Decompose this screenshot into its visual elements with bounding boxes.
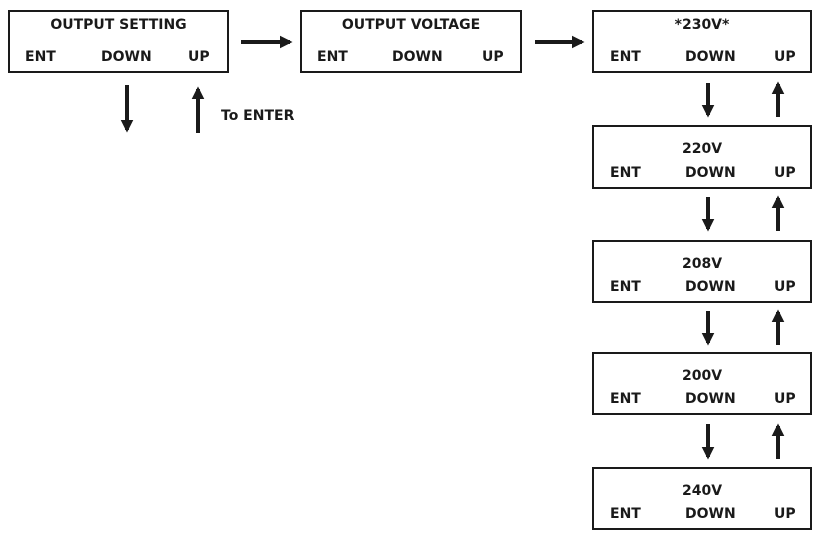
ent-button-label: ENT bbox=[610, 506, 641, 522]
up-button-label: UP bbox=[774, 279, 796, 295]
lcd-screen-200v: 200V ENT DOWN UP bbox=[592, 352, 812, 415]
screen-title: 240V bbox=[681, 483, 723, 499]
ent-button-label: ENT bbox=[610, 165, 641, 181]
screen-title: 208V bbox=[681, 256, 723, 272]
screen-title: *230V* bbox=[674, 17, 730, 33]
lcd-screen-208v: 208V ENT DOWN UP bbox=[592, 240, 812, 303]
ent-button-label: ENT bbox=[610, 49, 641, 65]
down-button-label: DOWN bbox=[685, 49, 736, 65]
lcd-screen-output-voltage: OUTPUT VOLTAGE ENT DOWN UP bbox=[300, 10, 522, 73]
down-button-label: DOWN bbox=[392, 49, 443, 65]
up-button-label: UP bbox=[774, 506, 796, 522]
up-button-label: UP bbox=[774, 391, 796, 407]
up-button-label: UP bbox=[482, 49, 504, 65]
screen-title: 200V bbox=[681, 368, 723, 384]
lcd-screen-240v: 240V ENT DOWN UP bbox=[592, 467, 812, 530]
screen-title: OUTPUT VOLTAGE bbox=[341, 17, 481, 33]
down-button-label: DOWN bbox=[685, 391, 736, 407]
down-button-label: DOWN bbox=[685, 279, 736, 295]
down-button-label: DOWN bbox=[685, 165, 736, 181]
up-button-label: UP bbox=[774, 49, 796, 65]
screen-title: 220V bbox=[681, 141, 723, 157]
up-button-label: UP bbox=[774, 165, 796, 181]
lcd-screen-output-setting: OUTPUT SETTING ENT DOWN UP bbox=[8, 10, 229, 73]
lcd-screen-230v: *230V* ENT DOWN UP bbox=[592, 10, 812, 73]
to-enter-label: To ENTER bbox=[221, 108, 295, 124]
ent-button-label: ENT bbox=[317, 49, 348, 65]
up-button-label: UP bbox=[188, 49, 210, 65]
ent-button-label: ENT bbox=[610, 279, 641, 295]
ent-button-label: ENT bbox=[610, 391, 641, 407]
down-button-label: DOWN bbox=[101, 49, 152, 65]
lcd-screen-220v: 220V ENT DOWN UP bbox=[592, 125, 812, 189]
down-button-label: DOWN bbox=[685, 506, 736, 522]
screen-title: OUTPUT SETTING bbox=[50, 17, 187, 33]
ent-button-label: ENT bbox=[25, 49, 56, 65]
